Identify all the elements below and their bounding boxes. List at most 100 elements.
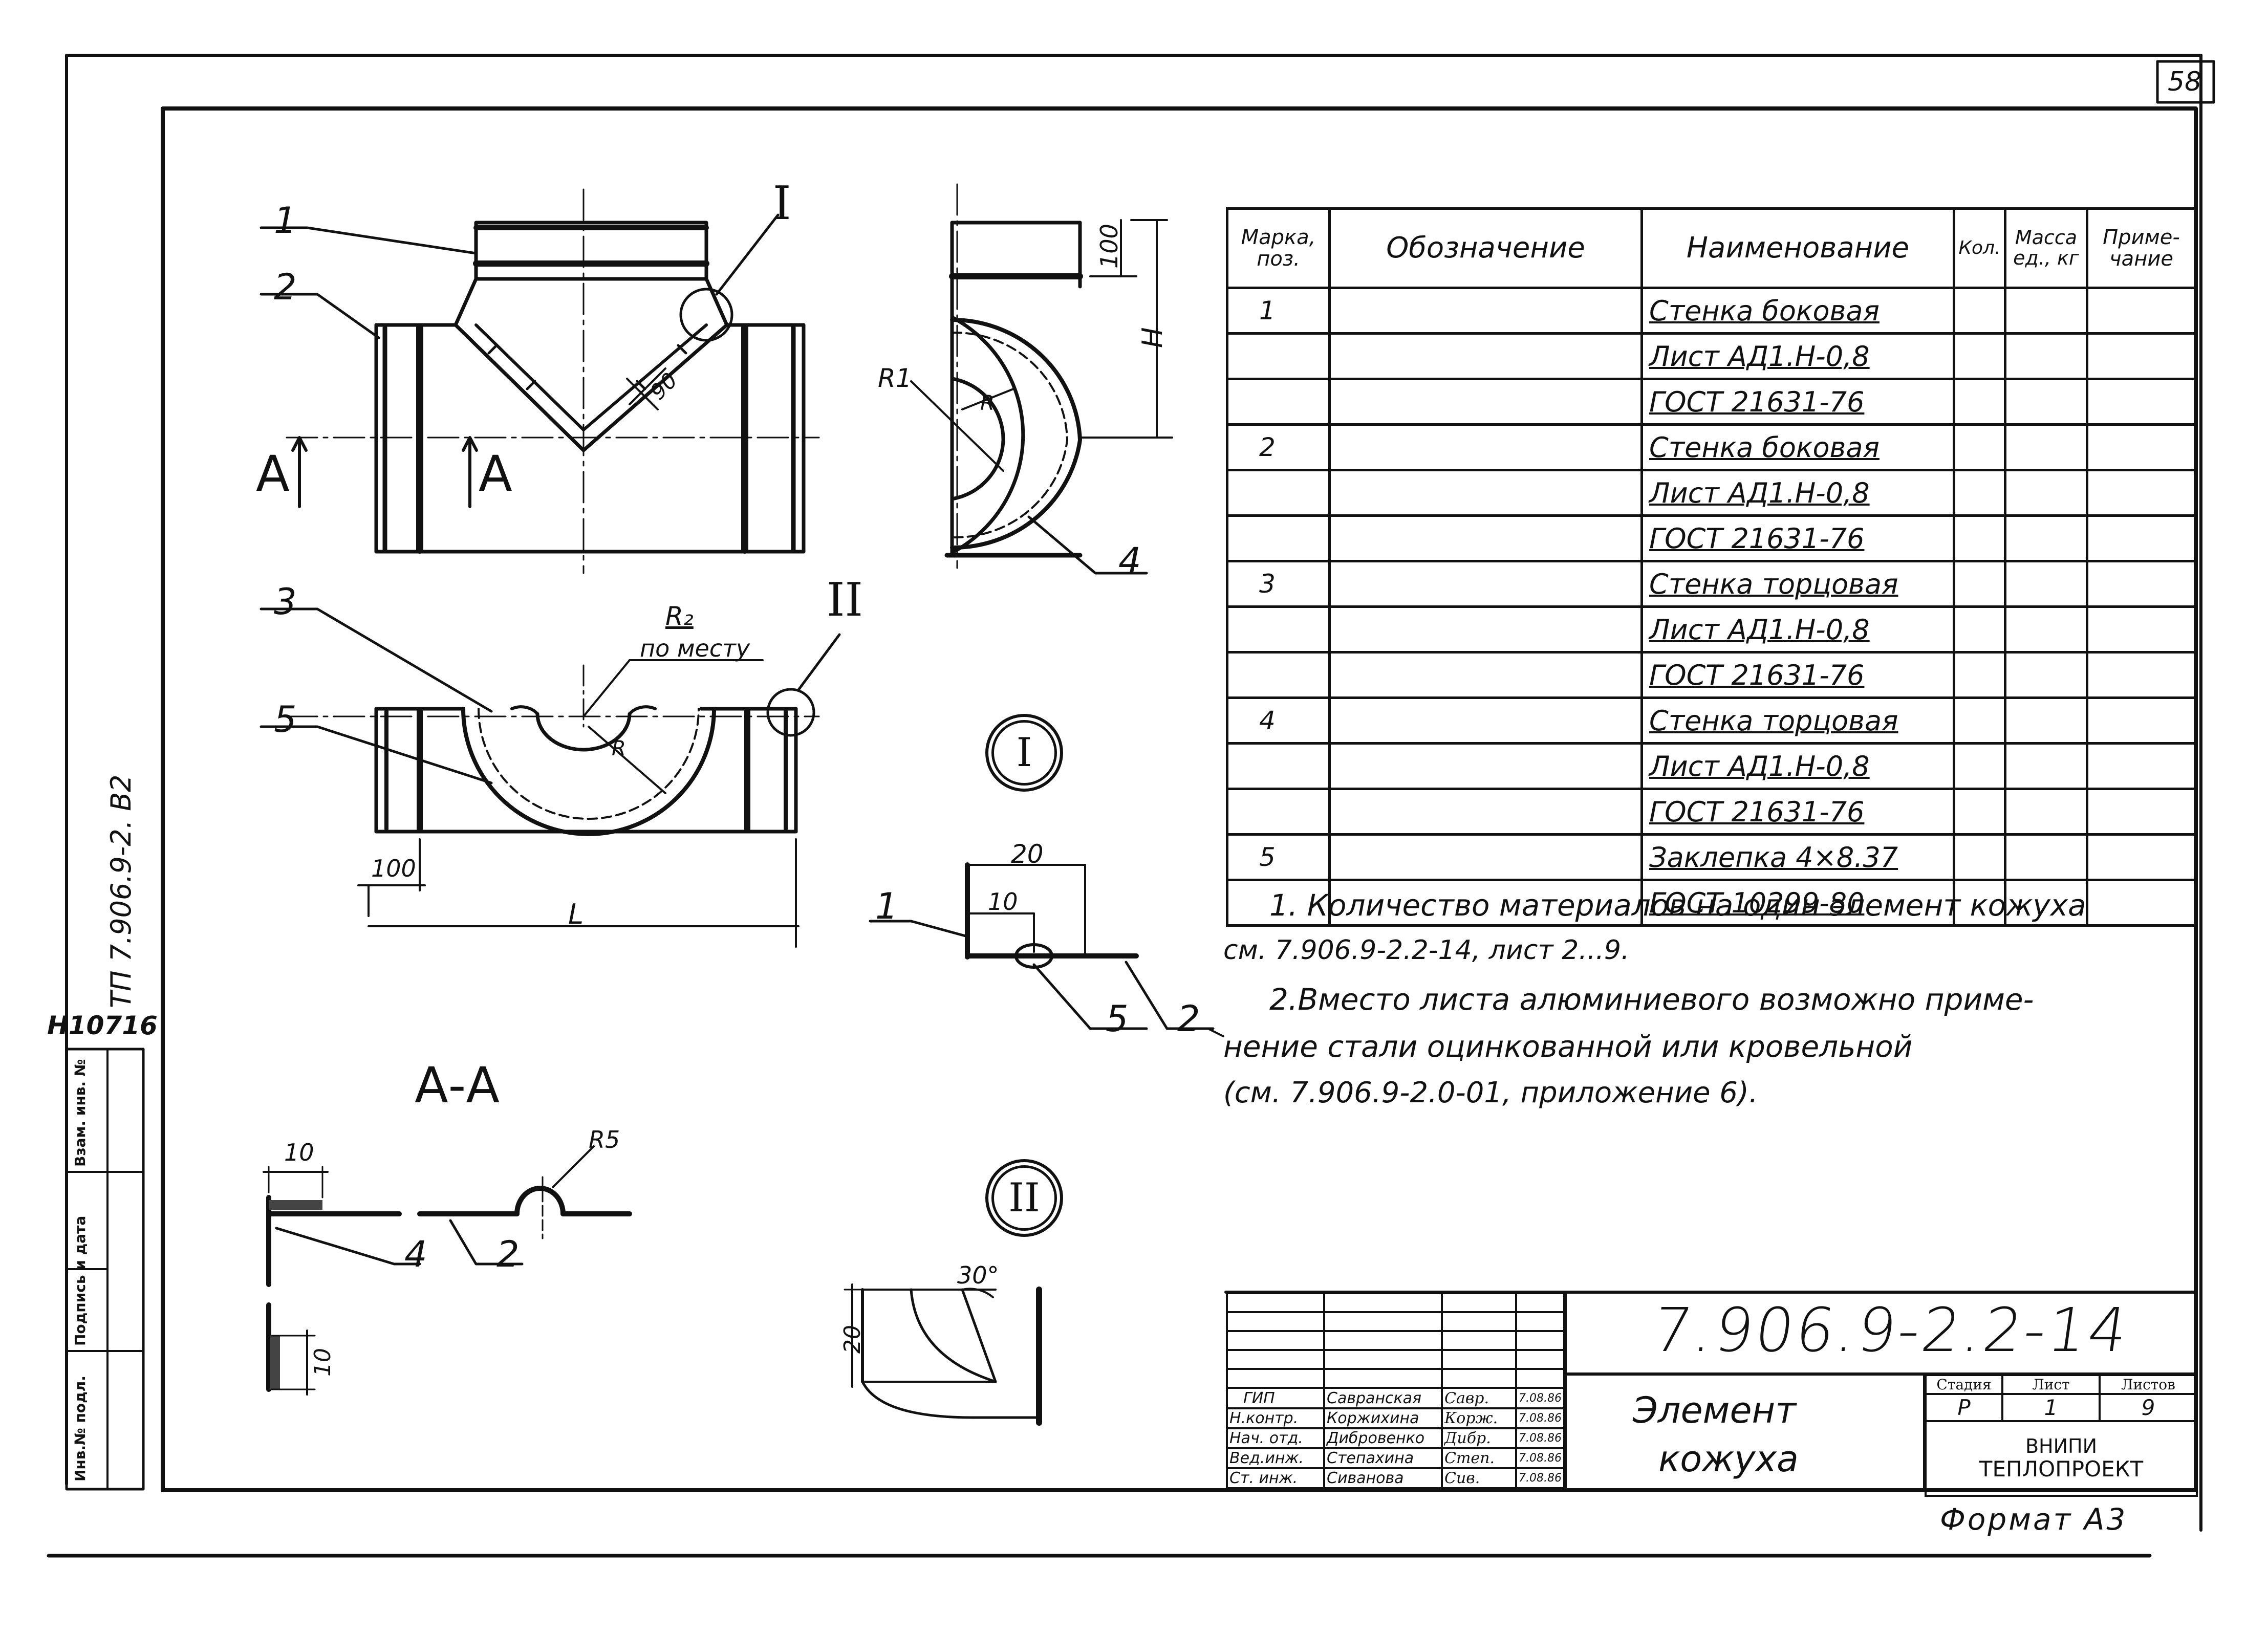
row-mark: 1	[1226, 287, 1331, 335]
role: ГИП	[1226, 1387, 1325, 1409]
signature-row: Ст. инж. Сиванова Сив. 7.08.86	[1226, 1467, 1567, 1490]
header-mark: Марка, поз.	[1226, 207, 1331, 289]
sign-date: 7.08.86	[1515, 1447, 1567, 1469]
specification-table: Марка, поз. Обозначение Наименование Кол…	[1226, 207, 2197, 927]
organization: ВНИПИ ТЕПЛОПРОЕКТ	[1925, 1420, 2198, 1497]
view-mark-a-right: А	[479, 445, 512, 503]
page-number: 58	[2168, 67, 2202, 97]
row-name: Лист АД1.Н-0,8	[1640, 742, 1955, 790]
dim-detail1-inner: 10	[988, 888, 1018, 916]
dim-plan-length: L	[568, 898, 584, 930]
row-name: ГОСТ 21631-76	[1640, 651, 1955, 699]
org-line-1: ВНИПИ	[2025, 1435, 2098, 1457]
sign-date: 7.08.86	[1515, 1427, 1567, 1449]
dim-detail1-outer: 20	[1011, 839, 1044, 869]
sign-date: 7.08.86	[1515, 1467, 1567, 1490]
row-mark	[1226, 742, 1331, 790]
row-name: Стенка торцовая	[1640, 696, 1955, 745]
table-row: ГОСТ 10299-80	[1226, 879, 2197, 927]
row-mark	[1226, 332, 1331, 380]
dim-section-flange-top: 10	[284, 1139, 314, 1166]
signature-row: ГИП Савранская Савр. 7.08.86	[1226, 1387, 1567, 1409]
signature-row: Вед.инж. Степахина Степ. 7.08.86	[1226, 1447, 1567, 1469]
row-name: Заклепка 4×8.37	[1640, 833, 1955, 881]
row-mark	[1226, 469, 1331, 517]
signature-row: Нач. отд. Дибровенко Дибр. 7.08.86	[1226, 1427, 1567, 1449]
title-block-signatures: ГИП Савранская Савр. 7.08.86 Н.контр. Ко…	[1226, 1292, 1567, 1490]
row-name: ГОСТ 21631-76	[1640, 514, 1955, 562]
dim-plan-leg: 100	[371, 855, 416, 882]
notes-block: 1. Количество материалов на один элемент…	[1223, 888, 2196, 1123]
dim-r2-note: по месту	[640, 635, 750, 662]
sheet-value: 1	[2001, 1393, 2101, 1422]
dim-top-height: 100	[1095, 224, 1123, 269]
section-label: А-А	[415, 1057, 500, 1114]
side-label-signature: Подпись и дата	[72, 1215, 89, 1346]
table-row: ГОСТ 21631-76	[1226, 378, 2197, 426]
detail-balloon-1-label: I	[1016, 730, 1032, 776]
row-mark	[1226, 514, 1331, 562]
row-name: Стенка боковая	[1640, 287, 1955, 335]
dim-section-radius: R5	[589, 1126, 620, 1153]
person-name: Савранская	[1323, 1387, 1443, 1409]
org-line-2: ТЕПЛОПРОЕКТ	[1979, 1456, 2144, 1482]
note-line: нение стали оцинкованной или кровельной	[1223, 1029, 1913, 1064]
table-row: 1 Стенка боковая	[1226, 287, 2197, 335]
row-mark: 4	[1226, 696, 1331, 745]
detail-balloon-1: I	[985, 714, 1063, 792]
row-name: Стенка торцовая	[1640, 560, 1955, 608]
sign-date: 7.08.86	[1515, 1387, 1567, 1409]
spec-header-row: Марка, поз. Обозначение Наименование Кол…	[1226, 207, 2197, 289]
title-line-1: Элемент	[1633, 1389, 1797, 1431]
note-line: 2.Вместо листа алюминиевого возможно при…	[1269, 982, 2034, 1017]
table-row: Лист АД1.Н-0,8	[1226, 605, 2197, 653]
role: Н.контр.	[1226, 1407, 1325, 1429]
signature: Корж.	[1441, 1407, 1517, 1429]
row-name: Стенка боковая	[1640, 423, 1955, 471]
inventory-number: Н10716	[47, 1011, 158, 1040]
callout-5: 5	[274, 699, 297, 740]
header-name: Наименование	[1640, 207, 1955, 289]
row-mark	[1226, 605, 1331, 653]
view-mark-a-left: А	[256, 445, 290, 503]
title-block-stage: Стадия Лист Листов Р 1 9 ВНИПИ ТЕПЛОПРОЕ…	[1925, 1374, 2198, 1497]
table-row: ГОСТ 21631-76	[1226, 651, 2197, 699]
role: Ст. инж.	[1226, 1467, 1325, 1490]
table-row: 4 Стенка торцовая	[1226, 696, 2197, 745]
stage-header: Стадия	[1925, 1374, 2003, 1395]
callout-3: 3	[274, 581, 297, 623]
detail-ref-2: II	[827, 573, 863, 627]
sheet-header: Лист	[2001, 1374, 2101, 1395]
dim-detail2-angle: 30°	[957, 1261, 999, 1289]
detail-balloon-2-label: II	[1008, 1175, 1040, 1221]
table-row: ГОСТ 21631-76	[1226, 788, 2197, 836]
side-stamp: ТП 7.906.9-2. В2	[105, 774, 137, 1008]
row-mark	[1226, 788, 1331, 836]
sheets-header: Листов	[2099, 1374, 2198, 1395]
document-code: 7.906.9-2.2-14	[1648, 1295, 2134, 1365]
row-name: Лист АД1.Н-0,8	[1640, 469, 1955, 517]
note-line: см. 7.906.9-2.2-14, лист 2...9.	[1223, 935, 1630, 966]
note-line: 1. Количество материалов на один элемент…	[1269, 888, 2086, 923]
callout-4-section: 4	[404, 1233, 427, 1275]
row-name: ГОСТ 21631-76	[1640, 378, 1955, 426]
detail-2	[844, 1283, 1042, 1426]
table-row: ГОСТ 21631-76	[1226, 514, 2197, 562]
header-qty: Кол.	[1953, 207, 2006, 289]
signature: Сив.	[1441, 1467, 1517, 1490]
sheets-value: 9	[2099, 1393, 2198, 1422]
header-note: Приме- чание	[2086, 207, 2197, 289]
row-name: ГОСТ 21631-76	[1640, 788, 1955, 836]
row-mark	[1226, 879, 1331, 927]
dim-overall-height: H	[1136, 327, 1169, 348]
dim-r-plan: R	[612, 737, 626, 760]
section-a-a	[263, 1145, 632, 1396]
callout-1: 1	[274, 200, 297, 242]
callout-5-detail: 5	[1106, 998, 1129, 1040]
header-designation: Обозначение	[1328, 207, 1643, 289]
sign-date: 7.08.86	[1515, 1407, 1567, 1429]
